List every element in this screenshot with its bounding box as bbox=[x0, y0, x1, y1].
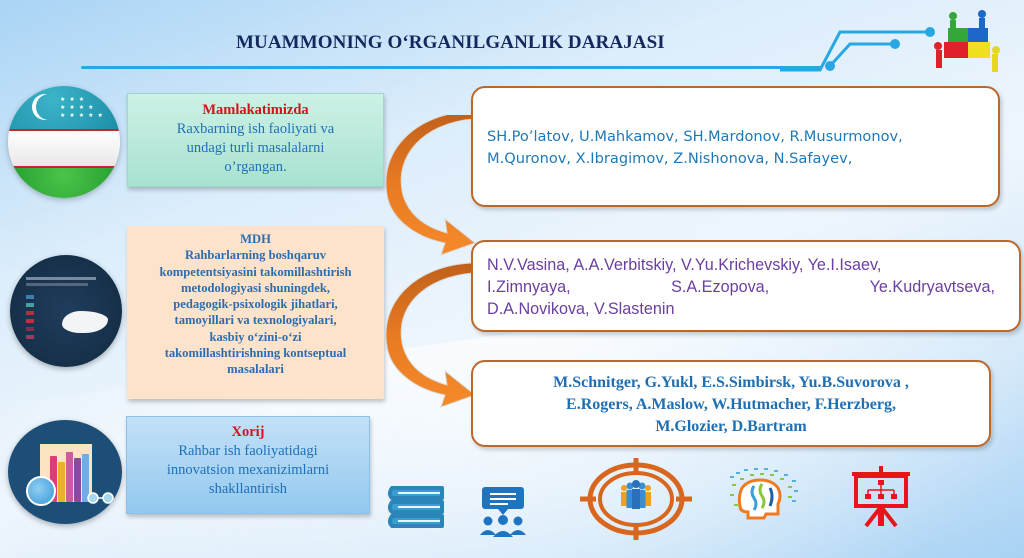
box-text-line: kompetentsiyasini takomillashtirish bbox=[159, 264, 352, 279]
box-text-line: innovatsion mexanizimlarni bbox=[166, 462, 330, 478]
box-text-line: tamoyillari va texnologiyalari, bbox=[174, 313, 337, 328]
brain-ideas-icon bbox=[730, 468, 798, 520]
box-text-line: Rahbarlarning boshqaruv bbox=[184, 248, 327, 263]
foreign-research-box: Xorij Rahbar ish faoliyatidagi innovatsi… bbox=[126, 416, 370, 514]
books-globe-icon bbox=[8, 420, 122, 524]
authors-line: I.Zimnyaya, S.A.Ezopova, Ye.Kudryavtseva… bbox=[487, 276, 995, 298]
box-heading: Mamlakatimizda bbox=[202, 102, 309, 118]
box-text-line: takomillashtirishning kontseptual bbox=[164, 346, 347, 361]
box-text-line: Raxbarning ish faoliyati va bbox=[176, 121, 335, 137]
box-heading: MDH bbox=[240, 232, 271, 246]
box-text-line: kasbiy o‘zini-o‘zi bbox=[209, 329, 302, 344]
box-text-line: metodologiyasi shuningdek, bbox=[180, 280, 331, 295]
author-name: S.A.Ezopova, bbox=[671, 278, 770, 296]
authors-line: M.Schnitger, G.Yukl, E.S.Simbirsk, Yu.B.… bbox=[553, 374, 909, 391]
author-name: Ye.Kudryavtseva, bbox=[869, 278, 995, 296]
box-text-line: pedagogik-psixologik jihatlari, bbox=[173, 297, 338, 312]
domestic-research-box: Mamlakatimizda Raxbarning ish faoliyati … bbox=[127, 93, 384, 187]
books-stack-icon bbox=[388, 486, 444, 528]
domestic-authors-box: SH.Po’latov, U.Mahkamov, SH.Mardonov, R.… bbox=[471, 86, 1000, 207]
group-discussion-icon bbox=[480, 487, 526, 537]
box-text-line: undagi turli masalalarni bbox=[186, 140, 325, 156]
uzbekistan-flag-icon: ★★★★★★★★★★★★ bbox=[8, 86, 120, 198]
author-name: I.Zimnyaya, bbox=[487, 278, 571, 296]
box-text-line: masalalari bbox=[227, 362, 284, 377]
circuit-lines-icon bbox=[780, 27, 935, 72]
cis-authors-box: N.V.Vasina, A.A.Verbitskiy, V.Yu.Krichev… bbox=[471, 240, 1021, 332]
box-text-line: o’rgangan. bbox=[224, 159, 287, 175]
authors-line: SH.Po’latov, U.Mahkamov, SH.Mardonov, R.… bbox=[487, 128, 903, 145]
authors-line: D.A.Novikova, V.Slastenin bbox=[487, 300, 675, 318]
authors-line: M.Glozier, D.Bartram bbox=[655, 418, 807, 435]
box-heading: Xorij bbox=[231, 424, 265, 440]
curved-arrows-icon bbox=[385, 115, 477, 408]
box-text-line: shakllantirish bbox=[208, 481, 288, 497]
cis-research-box: MDH Rahbarlarning boshqaruv kompetentsiy… bbox=[127, 226, 384, 399]
authors-line: E.Rogers, A.Maslow, W.Hutmacher, F.Herzb… bbox=[566, 396, 896, 413]
authors-line: M.Quronov, X.Ibragimov, Z.Nishonova, N.S… bbox=[487, 150, 853, 167]
foreign-authors-box: M.Schnitger, G.Yukl, E.S.Simbirsk, Yu.B.… bbox=[471, 360, 991, 447]
slide-title: MUAMMONING O‘RGANILGANLIK DARAJASI bbox=[236, 32, 665, 53]
title-underline bbox=[81, 66, 821, 69]
authors-line: N.V.Vasina, A.A.Verbitskiy, V.Yu.Krichev… bbox=[487, 256, 882, 274]
puzzle-team-icon bbox=[934, 10, 1000, 72]
target-people-icon bbox=[580, 458, 692, 540]
cis-map-icon bbox=[10, 255, 122, 367]
presentation-board-icon bbox=[852, 466, 910, 528]
box-text-line: Rahbar ish faoliyatidagi bbox=[178, 443, 318, 459]
